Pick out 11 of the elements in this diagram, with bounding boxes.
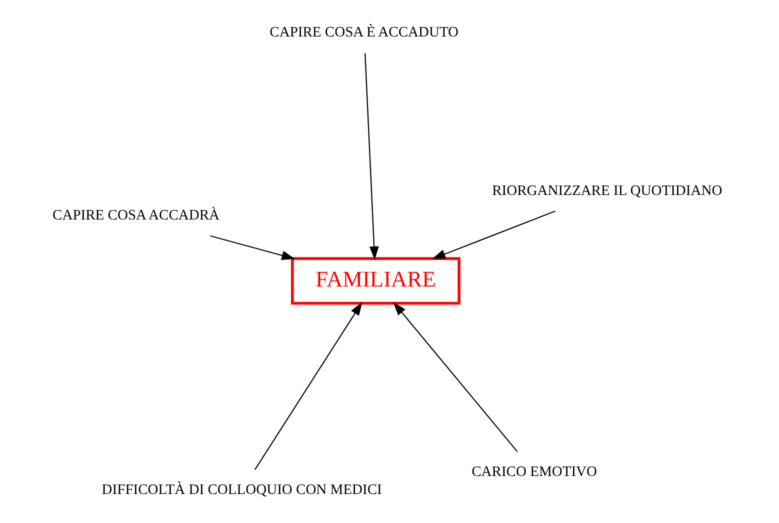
node-box: FAMILIARE — [291, 257, 460, 305]
arrow — [254, 302, 362, 470]
arrow — [432, 210, 556, 260]
node-text: CAPIRE COSA È ACCADUTO — [270, 24, 459, 41]
arrow — [364, 53, 379, 260]
arrow — [210, 235, 296, 260]
node-text: RIORGANIZZARE IL QUOTIDIANO — [492, 182, 722, 199]
node-text: CARICO EMOTIVO — [472, 464, 598, 480]
arrow — [393, 302, 518, 452]
node-text: CAPIRE COSA ACCADRÀ — [52, 207, 220, 224]
node-text: DIFFICOLTÀ DI COLLOQUIO CON MEDICI — [102, 482, 382, 498]
